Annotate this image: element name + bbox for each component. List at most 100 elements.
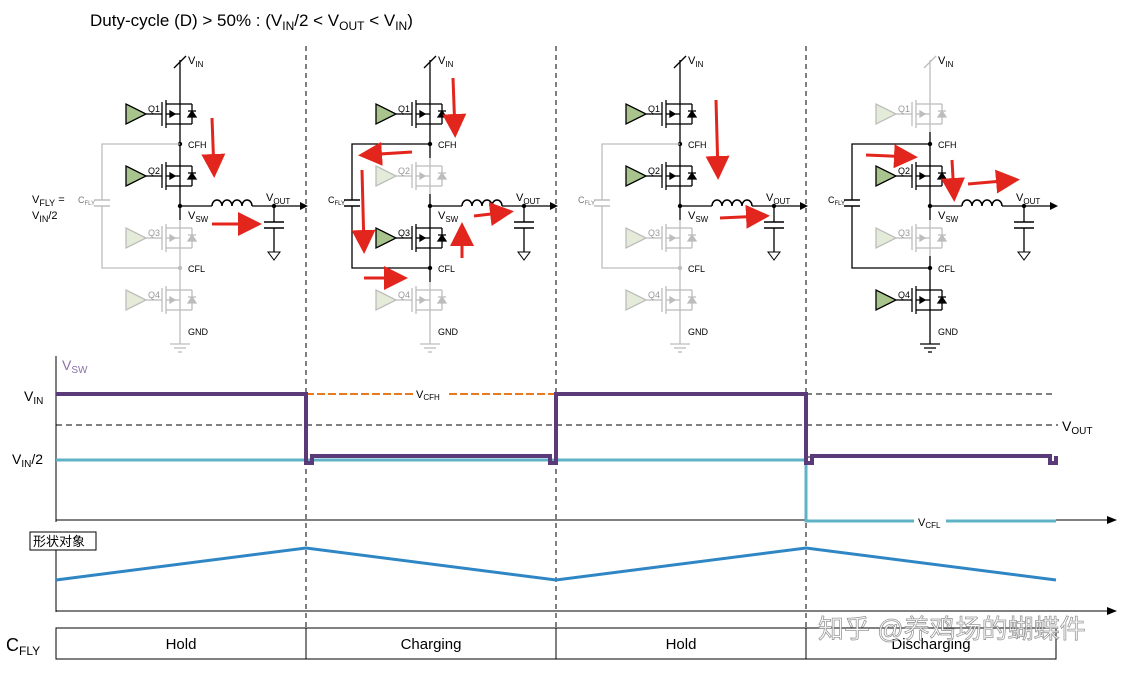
- vcfh-label: VCFH: [416, 389, 440, 402]
- vin-half-level-label: VIN/2: [12, 451, 43, 470]
- page-title: Duty-cycle (D) > 50% : (VIN/2 < VOUT < V…: [90, 11, 413, 33]
- q3-mosfet-2: [375, 220, 448, 256]
- cfly-label-4: CFLY: [828, 195, 845, 207]
- shape-object-label: 形状对象: [33, 534, 85, 549]
- vout-label-2: VOUT: [516, 192, 540, 206]
- cfly-row-label: CFLY: [6, 635, 40, 658]
- q2-mosfet-2-label: Q2: [398, 166, 410, 176]
- q3-mosfet-3-label: Q3: [648, 228, 660, 238]
- vsw-trace: [56, 392, 1058, 465]
- cfly-label-3: CFLY: [578, 195, 595, 207]
- q1-mosfet-2: [375, 96, 448, 132]
- q2-mosfet-4: [875, 158, 948, 194]
- current-arrow: [473, 202, 514, 227]
- phase-dividers: [305, 46, 807, 628]
- q4-mosfet-1-label: Q4: [148, 290, 160, 300]
- vin-label-1: VIN: [188, 55, 204, 69]
- q1-mosfet-2-label: Q1: [398, 104, 410, 114]
- current-arrows-4: [865, 144, 1020, 202]
- phase-hold-2: Hold: [666, 636, 697, 653]
- q3-mosfet-1: [125, 220, 198, 256]
- q3-mosfet-4: [875, 220, 948, 256]
- gnd-label-4: GND: [938, 327, 959, 337]
- vsw-label-4: VSW: [938, 210, 959, 224]
- vsw-label-1: VSW: [188, 210, 209, 224]
- cfly-label-2: CFLY: [328, 195, 345, 207]
- current-arrow: [719, 204, 770, 229]
- phase-discharging: Discharging: [891, 636, 970, 653]
- current-arrow: [358, 141, 413, 166]
- cfh-label-1: CFH: [188, 140, 207, 150]
- vcfh-label-bg: [414, 387, 448, 401]
- current-arrows-1: [201, 117, 262, 236]
- cfly-waveform-panel: 形状对象: [29, 531, 1117, 615]
- current-arrow: [941, 159, 965, 202]
- vin-label-4: VIN: [938, 55, 954, 69]
- vout-label-3: VOUT: [766, 192, 790, 206]
- cfly-voltage-trace: [55, 546, 1057, 582]
- current-arrows-2: [351, 77, 514, 290]
- current-arrow: [351, 169, 376, 254]
- shape-object-box: [29, 531, 97, 551]
- q2-mosfet-3-label: Q2: [648, 166, 660, 176]
- cfl-label-3: CFL: [688, 264, 705, 274]
- current-arrows-3: [705, 99, 770, 229]
- cfl-label-4: CFL: [938, 264, 955, 274]
- cfh-label-2: CFH: [438, 140, 457, 150]
- vsw-label-3: VSW: [688, 210, 709, 224]
- current-arrow: [705, 99, 730, 180]
- q3-mosfet-3: [625, 220, 698, 256]
- cfly-phase-bar: CFLY Hold Charging Hold Discharging: [6, 627, 1057, 660]
- q4-mosfet-2: [375, 282, 448, 318]
- vfly-equation-line1: VFLY =: [32, 194, 65, 208]
- q4-mosfet-4: [875, 282, 948, 318]
- q2-mosfet-3: [625, 158, 698, 194]
- cfh-label-3: CFH: [688, 140, 707, 150]
- gnd-label-2: GND: [438, 327, 459, 337]
- q1-mosfet-4-label: Q1: [898, 104, 910, 114]
- current-arrow: [865, 144, 918, 169]
- q1-mosfet-3: [625, 96, 698, 132]
- q1-mosfet-3-label: Q1: [648, 104, 660, 114]
- gnd-label-3: GND: [688, 327, 709, 337]
- q2-mosfet-1: [125, 158, 198, 194]
- vout-label-1: VOUT: [266, 192, 290, 206]
- q4-mosfet-4-label: Q4: [898, 290, 910, 300]
- current-arrow: [201, 117, 226, 178]
- vfly-equation-line2: VIN/2: [32, 210, 58, 224]
- vsw-waveform-panel: VSW VIN VIN/2 VOUT VCFH VCFL: [12, 356, 1117, 530]
- cfl-label-1: CFL: [188, 264, 205, 274]
- vsw-label-2: VSW: [438, 210, 459, 224]
- q3-mosfet-4-label: Q3: [898, 228, 910, 238]
- q4-mosfet-3-label: Q4: [648, 290, 660, 300]
- cfly-label-1: CFLY: [78, 195, 95, 207]
- gnd-label-1: GND: [188, 327, 209, 337]
- q1-mosfet-1: [125, 96, 198, 132]
- cfh-label-4: CFH: [938, 140, 957, 150]
- q2-mosfet-4-label: Q2: [898, 166, 910, 176]
- current-arrow: [442, 77, 467, 138]
- phase-hold-1: Hold: [166, 636, 197, 653]
- current-arrow: [967, 169, 1020, 194]
- vin-label-3: VIN: [688, 55, 704, 69]
- q4-mosfet-1: [125, 282, 198, 318]
- cfl-label-2: CFL: [438, 264, 455, 274]
- q4-mosfet-3: [625, 282, 698, 318]
- vcfl-label: VCFL: [918, 517, 941, 530]
- q1-mosfet-1-label: Q1: [148, 104, 160, 114]
- q4-mosfet-2-label: Q4: [398, 290, 410, 300]
- q2-mosfet-1-label: Q2: [148, 166, 160, 176]
- vcfl-label-bg: [914, 514, 946, 528]
- vsw-axis-label: VSW: [62, 357, 88, 376]
- vout-level-label: VOUT: [1062, 418, 1092, 437]
- watermark: 知乎 @养鸡场的蝴蝶件: [818, 614, 1086, 644]
- vin-level-label: VIN: [24, 388, 43, 407]
- vin-label-2: VIN: [438, 55, 454, 69]
- phase-charging: Charging: [401, 636, 462, 653]
